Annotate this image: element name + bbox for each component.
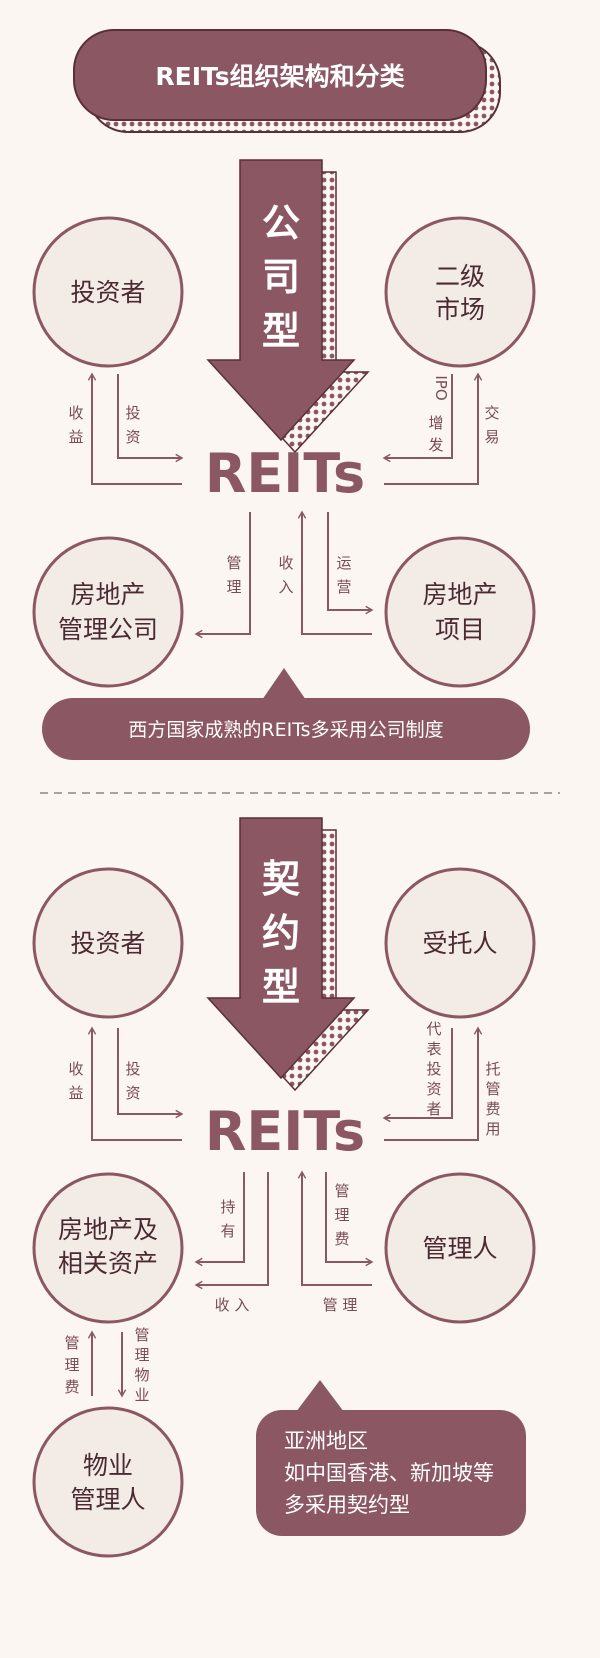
secondary-market-line-1: 二级 [435, 262, 485, 291]
title-banner: REITs组织架构和分类 [73, 29, 501, 133]
corporate-reits-label: REITs [205, 442, 365, 505]
ctr-propmgmt-2: 理 [134, 1346, 149, 1364]
ctr-mgmtfee-1: 管 [334, 1182, 349, 1200]
corp-ipo-2: 增 [428, 414, 443, 432]
ctr-hold-1: 持 [220, 1198, 235, 1216]
contract-note-line-1: 亚洲地区 [284, 1429, 368, 1453]
mgmt-company-line-2: 管理公司 [58, 615, 158, 644]
trustee-label: 受托人 [422, 929, 497, 958]
ctr-custody-3: 费 [485, 1100, 500, 1118]
contract-type-arrow: 契 约 型 [206, 817, 370, 1092]
ctr-propmgmt-1: 管 [134, 1326, 149, 1344]
ctr-propmgmt-3: 物 [134, 1366, 149, 1384]
corp-manage-2: 理 [226, 578, 241, 596]
ctr-manage: 管 理 [323, 1296, 358, 1314]
corp-operate-2: 营 [336, 578, 351, 596]
contract-connectors [87, 1026, 483, 1398]
mgmt-company-line-1: 房地产 [70, 580, 145, 609]
contract-reits-label: REITs [205, 1100, 365, 1163]
ctr-represent-2: 表 [426, 1040, 441, 1058]
ctr-custody-2: 管 [485, 1080, 500, 1098]
contract-note-line-2: 如中国香港、新加坡等 [284, 1461, 494, 1485]
corp-trade-1: 交 [484, 404, 499, 422]
corp-revenue-2: 入 [278, 578, 293, 596]
ctr-revenue: 收 入 [215, 1296, 250, 1314]
property-mgr-line-2: 管理人 [70, 1485, 145, 1514]
corporate-type-char-2: 司 [262, 255, 300, 299]
assets-line-1: 房地产及 [58, 1215, 158, 1244]
project-node: 房地产 项目 [384, 536, 536, 688]
secondary-market-node: 二级 市场 [384, 216, 536, 368]
ctr-invest-1: 投 [125, 1060, 140, 1078]
ctr-income-2: 益 [68, 1084, 83, 1102]
assets-node: 房地产及 相关资产 [32, 1172, 184, 1324]
corporate-investor-node: 投资者 [32, 216, 184, 368]
corp-invest-2: 资 [125, 428, 140, 446]
ctr-custody-4: 用 [485, 1120, 500, 1138]
ctr-income-1: 收 [68, 1060, 83, 1078]
corporate-type-char-3: 型 [262, 309, 300, 353]
corp-operate-1: 运 [336, 554, 351, 572]
property-mgr-node: 物业 管理人 [32, 1406, 184, 1558]
secondary-market-line-2: 市场 [435, 295, 485, 324]
diagram-title: REITs组织架构和分类 [155, 62, 405, 91]
corp-revenue-1: 收 [278, 554, 293, 572]
ctr-represent-3: 投 [426, 1060, 441, 1078]
manager-label: 管理人 [422, 1234, 497, 1263]
corp-trade-2: 易 [484, 428, 499, 446]
project-line-2: 项目 [435, 615, 485, 644]
corporate-type-char-1: 公 [262, 201, 300, 245]
corporate-note-text: 西方国家成熟的REITs多采用公司制度 [128, 719, 443, 741]
corporate-investor-label: 投资者 [70, 278, 145, 307]
contract-investor-label: 投资者 [70, 929, 145, 958]
corp-invest-1: 投 [125, 404, 140, 422]
mgmt-company-node: 房地产 管理公司 [32, 536, 184, 688]
trustee-node: 受托人 [384, 867, 536, 1019]
contract-type-char-1: 契 [262, 857, 300, 901]
contract-investor-node: 投资者 [32, 867, 184, 1019]
contract-note-bubble: 亚洲地区 如中国香港、新加坡等 多采用契约型 [256, 1380, 526, 1536]
manager-node: 管理人 [384, 1172, 536, 1324]
ctr-hold-2: 有 [220, 1222, 235, 1240]
project-line-1: 房地产 [422, 580, 497, 609]
ctr-represent-5: 者 [426, 1100, 441, 1118]
ctr-mgmtfee-2: 理 [334, 1206, 349, 1224]
corporate-connectors [87, 372, 483, 639]
corporate-type-arrow: 公 司 型 [206, 159, 370, 454]
property-mgr-line-1: 物业 [83, 1451, 133, 1480]
corp-income-2: 益 [68, 428, 83, 446]
contract-note-line-3: 多采用契约型 [284, 1493, 410, 1517]
ctr-mgmtfee2-3: 费 [64, 1378, 79, 1396]
corp-ipo: IPO [432, 375, 450, 400]
corp-income-1: 收 [68, 404, 83, 422]
corp-manage-1: 管 [226, 554, 241, 572]
ctr-invest-2: 资 [125, 1084, 140, 1102]
assets-line-2: 相关资产 [58, 1249, 158, 1278]
corporate-note-bubble: 西方国家成熟的REITs多采用公司制度 [42, 668, 530, 760]
contract-type-char-2: 约 [262, 911, 300, 955]
ctr-mgmtfee2-1: 管 [64, 1334, 79, 1352]
ctr-propmgmt-4: 业 [134, 1386, 149, 1404]
ctr-mgmtfee-3: 费 [334, 1230, 349, 1248]
ctr-custody-1: 托 [485, 1060, 500, 1078]
contract-type-char-3: 型 [262, 965, 300, 1009]
corp-ipo-3: 发 [428, 436, 443, 454]
ctr-represent-1: 代 [426, 1020, 441, 1038]
ctr-mgmtfee2-2: 理 [64, 1356, 79, 1374]
ctr-represent-4: 资 [426, 1080, 441, 1098]
